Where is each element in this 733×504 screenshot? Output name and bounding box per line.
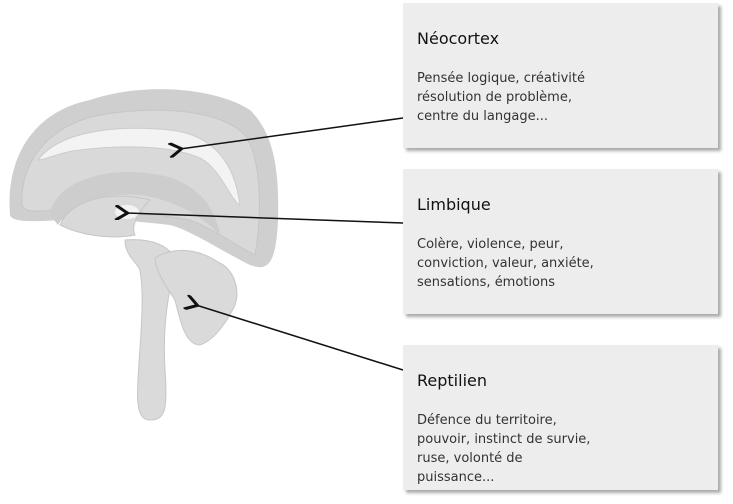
desc-line: Colère, violence, peur, [417,237,564,252]
desc-line: conviction, valeur, anxiéte, [417,256,594,271]
desc-line: Défence du territoire, [417,413,557,428]
arrows [126,117,404,371]
desc-line: pouvoir, instinct de survie, [417,432,591,447]
reptilian-shape [124,239,238,421]
box-title: Néocortex [417,29,500,48]
box-description: Défence du territoire, pouvoir, instinct… [417,411,590,487]
reptilien-box: Reptilien Défence du territoire, pouvoir… [403,345,718,490]
desc-line: ruse, volonté de [417,451,523,466]
desc-line: résolution de problème, [417,90,572,105]
desc-line: sensations, émotions [417,275,555,290]
arrow-reptilien [196,305,404,371]
desc-line: centre du langage... [417,109,548,124]
arrow-neocortex [180,117,404,149]
desc-line: Pensée logique, créativité [417,71,585,86]
limbique-box: Limbique Colère, violence, peur, convict… [403,169,718,314]
box-description: Pensée logique, créativité résolution de… [417,69,585,126]
box-title: Limbique [417,195,491,214]
arrow-limbique [126,213,404,224]
box-title: Reptilien [417,371,487,390]
box-description: Colère, violence, peur, conviction, vale… [417,235,594,292]
desc-line: puissance... [417,470,495,485]
neocortex-box: Néocortex Pensée logique, créativité rés… [403,3,718,148]
